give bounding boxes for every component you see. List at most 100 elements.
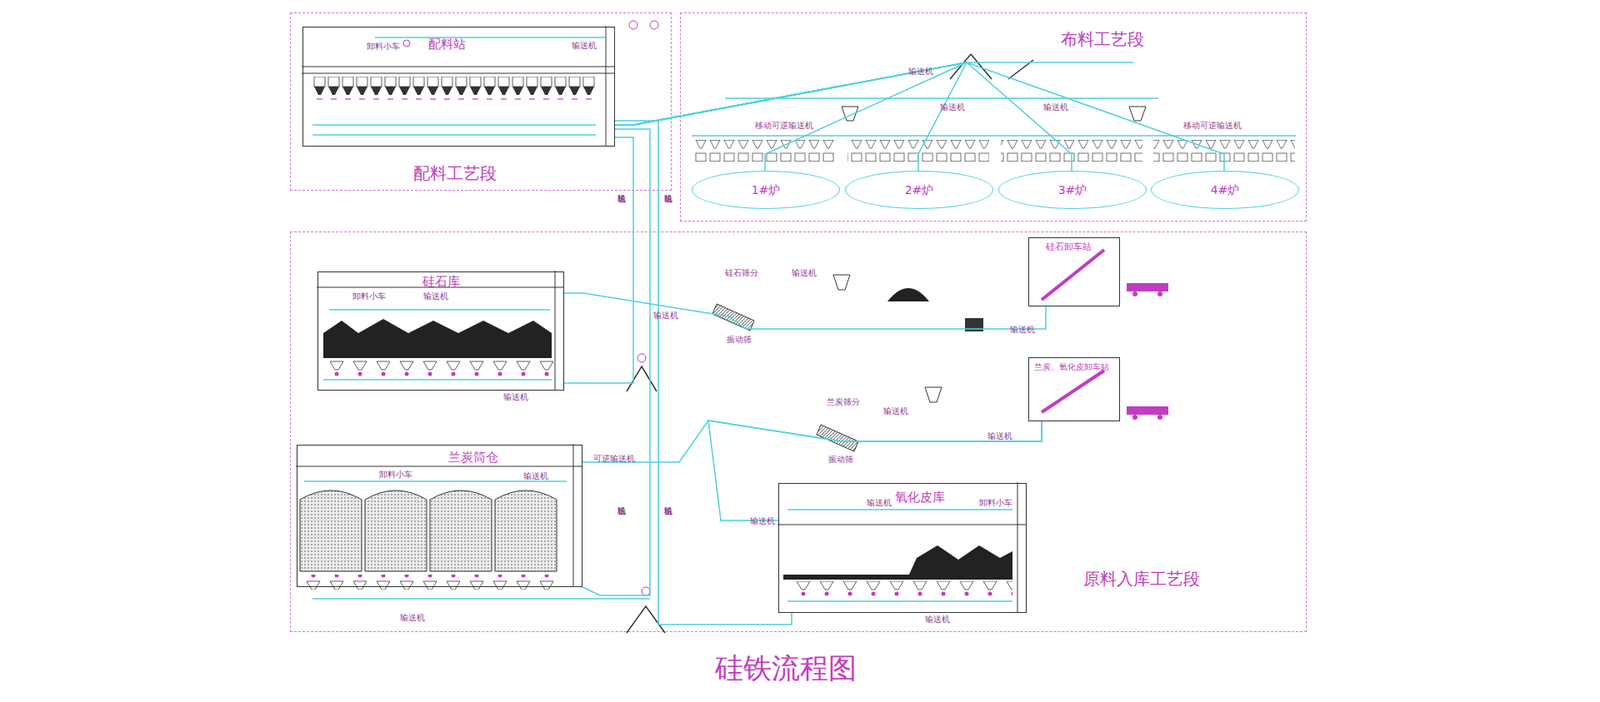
part-label: 移动可逆输送机 <box>755 120 814 130</box>
furnace: 4#炉 <box>1150 170 1300 210</box>
truck-wheel <box>1132 415 1138 420</box>
unloading-station: 硅石卸车站 <box>1028 237 1120 307</box>
part-label: 输送机 <box>1010 325 1035 335</box>
trestle <box>626 606 665 634</box>
tower-frame <box>950 54 971 80</box>
roof-line <box>301 73 615 75</box>
part-label: 振动筛 <box>726 335 752 345</box>
part-label: 兰炭筛分 <box>826 397 860 407</box>
conveyor-connector <box>615 120 792 625</box>
node-label: 原料入库工艺段 <box>1083 570 1200 589</box>
feeder-row <box>325 360 555 379</box>
storage-building: 硅石库 <box>317 271 565 391</box>
truck-wheel <box>1157 291 1163 297</box>
head-pulley <box>650 20 659 30</box>
conveyor-connector <box>582 420 1042 463</box>
head-pulley <box>629 20 638 30</box>
silica-pile <box>323 319 552 359</box>
part-label: 卸料小车 <box>352 291 386 301</box>
conveyor-line <box>312 134 596 136</box>
conveyor-connector <box>564 137 634 384</box>
furnace: 1#炉 <box>691 170 840 210</box>
furnace: 2#炉 <box>845 170 994 210</box>
conveyor-line <box>966 97 1159 100</box>
conveyor-line <box>725 97 967 100</box>
conveyor-line <box>312 124 596 126</box>
process-section: 布料工艺段 1#炉2#炉 3#炉 4#炉 <box>680 12 1307 222</box>
conveyor-connector <box>615 62 1072 171</box>
stock-pile <box>887 288 930 302</box>
tower-frame <box>970 54 992 80</box>
vibrating-screen <box>816 425 859 452</box>
buffer-hopper <box>841 106 859 121</box>
buffer-hopper <box>1129 106 1146 121</box>
part-label: 输送机 <box>940 102 965 112</box>
conveyor-line <box>312 598 650 600</box>
conveyor-line <box>375 36 606 39</box>
part-label: 输送机 <box>653 310 679 320</box>
batching-station: 配料站 <box>302 26 615 147</box>
side-line <box>555 270 556 390</box>
conveyor-connector <box>615 62 967 171</box>
scale-layer <box>783 575 1013 580</box>
conveyor-line <box>329 309 550 311</box>
node-label: 兰炭、氧化皮卸车站 <box>1034 362 1110 372</box>
hopper-row <box>312 76 596 105</box>
part-label: 输送机 <box>866 498 892 508</box>
furnace: 3#炉 <box>998 170 1147 210</box>
crusher <box>965 318 984 332</box>
part-label: 输送机 <box>503 392 529 402</box>
part-label: 移动可逆输送机 <box>1183 120 1242 130</box>
silo <box>495 490 557 572</box>
part-label: 输送机 <box>423 291 449 301</box>
furnace-bins <box>1000 140 1143 162</box>
part-label: 输送机 <box>571 40 597 50</box>
conveyor-line <box>304 480 567 483</box>
tower-frame <box>1008 60 1034 80</box>
furnace-bins <box>847 140 990 162</box>
roof-line <box>316 287 564 289</box>
part-label: 输送机 <box>925 615 950 625</box>
node-label: 3#炉 <box>999 184 1146 197</box>
conveyor-connector <box>615 62 967 171</box>
node-label: 布料工艺段 <box>1060 30 1145 49</box>
silo <box>300 490 362 572</box>
silo <box>365 490 427 572</box>
diagram-title: 硅铁流程图 <box>715 650 857 689</box>
side-line <box>1017 482 1019 613</box>
vibrating-screen <box>712 304 755 331</box>
buffer-hopper <box>833 275 850 290</box>
node-label: 氧化皮库 <box>895 490 945 505</box>
buffer-hopper <box>925 387 942 403</box>
conveyor-line <box>966 61 1134 64</box>
unloading-station: 兰炭、氧化皮卸车站 <box>1028 357 1120 422</box>
part-label: 输送机 <box>791 268 817 278</box>
side-line <box>573 444 575 587</box>
roof-line <box>301 66 615 68</box>
truck <box>1126 406 1169 415</box>
side-line <box>605 25 607 146</box>
conveyor-line <box>787 600 1013 603</box>
head-pulley <box>637 354 646 363</box>
part-label: 卸料小车 <box>979 498 1013 508</box>
conveyor-connector <box>564 293 1046 330</box>
silo <box>430 490 492 572</box>
conveyor-connector <box>615 62 1225 171</box>
silo-building: 兰炭筒仓 <box>296 445 583 588</box>
part-label: 硅石筛分 <box>725 268 759 278</box>
head-pulley <box>641 587 650 596</box>
conveyor-line <box>787 509 1013 511</box>
feeder-row <box>787 581 1013 599</box>
node-label: 兰炭筒仓 <box>448 450 499 465</box>
trestle <box>626 366 657 392</box>
feeder-row <box>304 575 555 590</box>
part-label: 卸料小车 <box>379 470 413 480</box>
conveyor-line <box>323 379 552 381</box>
node-label: 4#炉 <box>1151 184 1299 197</box>
part-label: 输送机 <box>750 516 775 526</box>
incline-feeder <box>1041 370 1105 413</box>
conveyor-connector <box>708 420 1042 521</box>
node-label: 硅石卸车站 <box>1045 242 1092 253</box>
